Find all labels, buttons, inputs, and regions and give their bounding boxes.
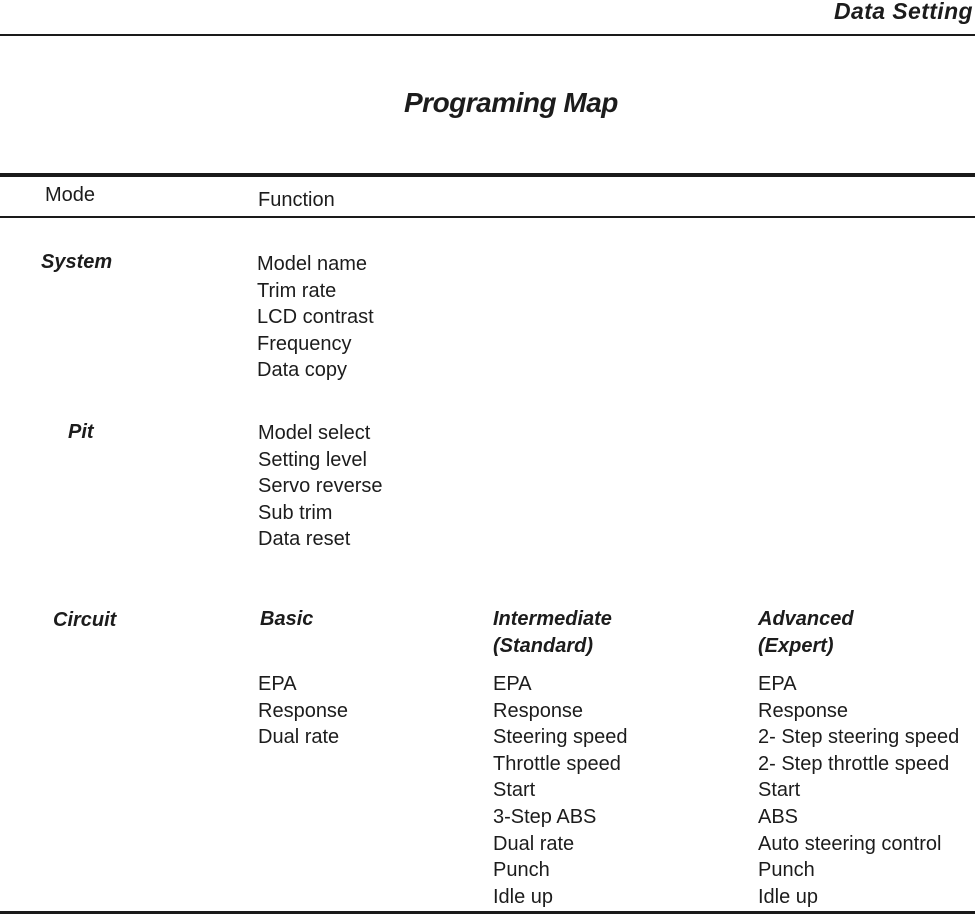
level-header-advanced: Advanced (Expert) — [758, 606, 854, 660]
running-header-label: Data Setting — [834, 0, 973, 24]
level-name: Intermediate — [493, 608, 612, 630]
function-item: Dual rate — [258, 726, 340, 749]
mode-label-circuit: Circuit — [53, 609, 117, 631]
function-item: LCD contrast — [257, 306, 374, 329]
header-row-divider-line — [0, 216, 975, 218]
function-item: Sub trim — [258, 501, 333, 524]
function-item: Trim rate — [257, 279, 337, 302]
function-item: Start — [758, 779, 801, 802]
mode-label-pit: Pit — [68, 421, 94, 443]
function-item: EPA — [258, 673, 297, 695]
level-header-intermediate: Intermediate (Standard) — [493, 606, 612, 660]
function-item: Data reset — [258, 528, 351, 551]
function-item: Punch — [493, 859, 550, 882]
function-item: 2- Step steering speed — [758, 726, 960, 749]
function-item: 2- Step throttle speed — [758, 752, 950, 775]
function-item: Servo reverse — [258, 475, 383, 498]
function-item: Dual rate — [493, 832, 575, 855]
header-divider-line — [0, 34, 975, 36]
level-header-basic: Basic — [260, 606, 313, 633]
function-item: Idle up — [758, 885, 819, 908]
function-item: EPA — [758, 673, 797, 695]
function-item: ABS — [758, 805, 799, 828]
function-item: Response — [758, 699, 849, 722]
function-item: Idle up — [493, 885, 554, 908]
function-list-advanced: EPA Response 2- Step steering speed 2- Step… — [758, 671, 959, 910]
column-header-mode: Mode — [45, 184, 96, 206]
level-subtitle: (Expert) — [758, 635, 834, 657]
function-item: Steering speed — [493, 726, 628, 749]
table-top-border-line — [0, 173, 975, 177]
function-item: Throttle speed — [493, 752, 621, 775]
function-item: Start — [493, 779, 536, 802]
function-item: Model name — [257, 253, 368, 275]
page-title: Programing Map — [404, 87, 618, 118]
level-name: Advanced — [758, 608, 854, 630]
mode-label-system: System — [41, 251, 113, 273]
function-item: Response — [493, 699, 584, 722]
function-item: EPA — [493, 673, 532, 695]
function-item: Response — [258, 699, 349, 722]
level-subtitle: (Standard) — [493, 635, 593, 657]
column-header-function: Function — [258, 189, 335, 211]
function-item: Data copy — [257, 359, 348, 382]
function-item: Setting level — [258, 448, 367, 471]
table-bottom-border-line — [0, 911, 975, 914]
level-name: Basic — [260, 608, 314, 630]
function-item: Auto steering control — [758, 832, 942, 855]
function-item: Punch — [758, 859, 815, 882]
function-item: 3-Step ABS — [493, 805, 597, 828]
function-item: Model select — [258, 422, 371, 444]
function-item: Frequency — [257, 332, 352, 355]
